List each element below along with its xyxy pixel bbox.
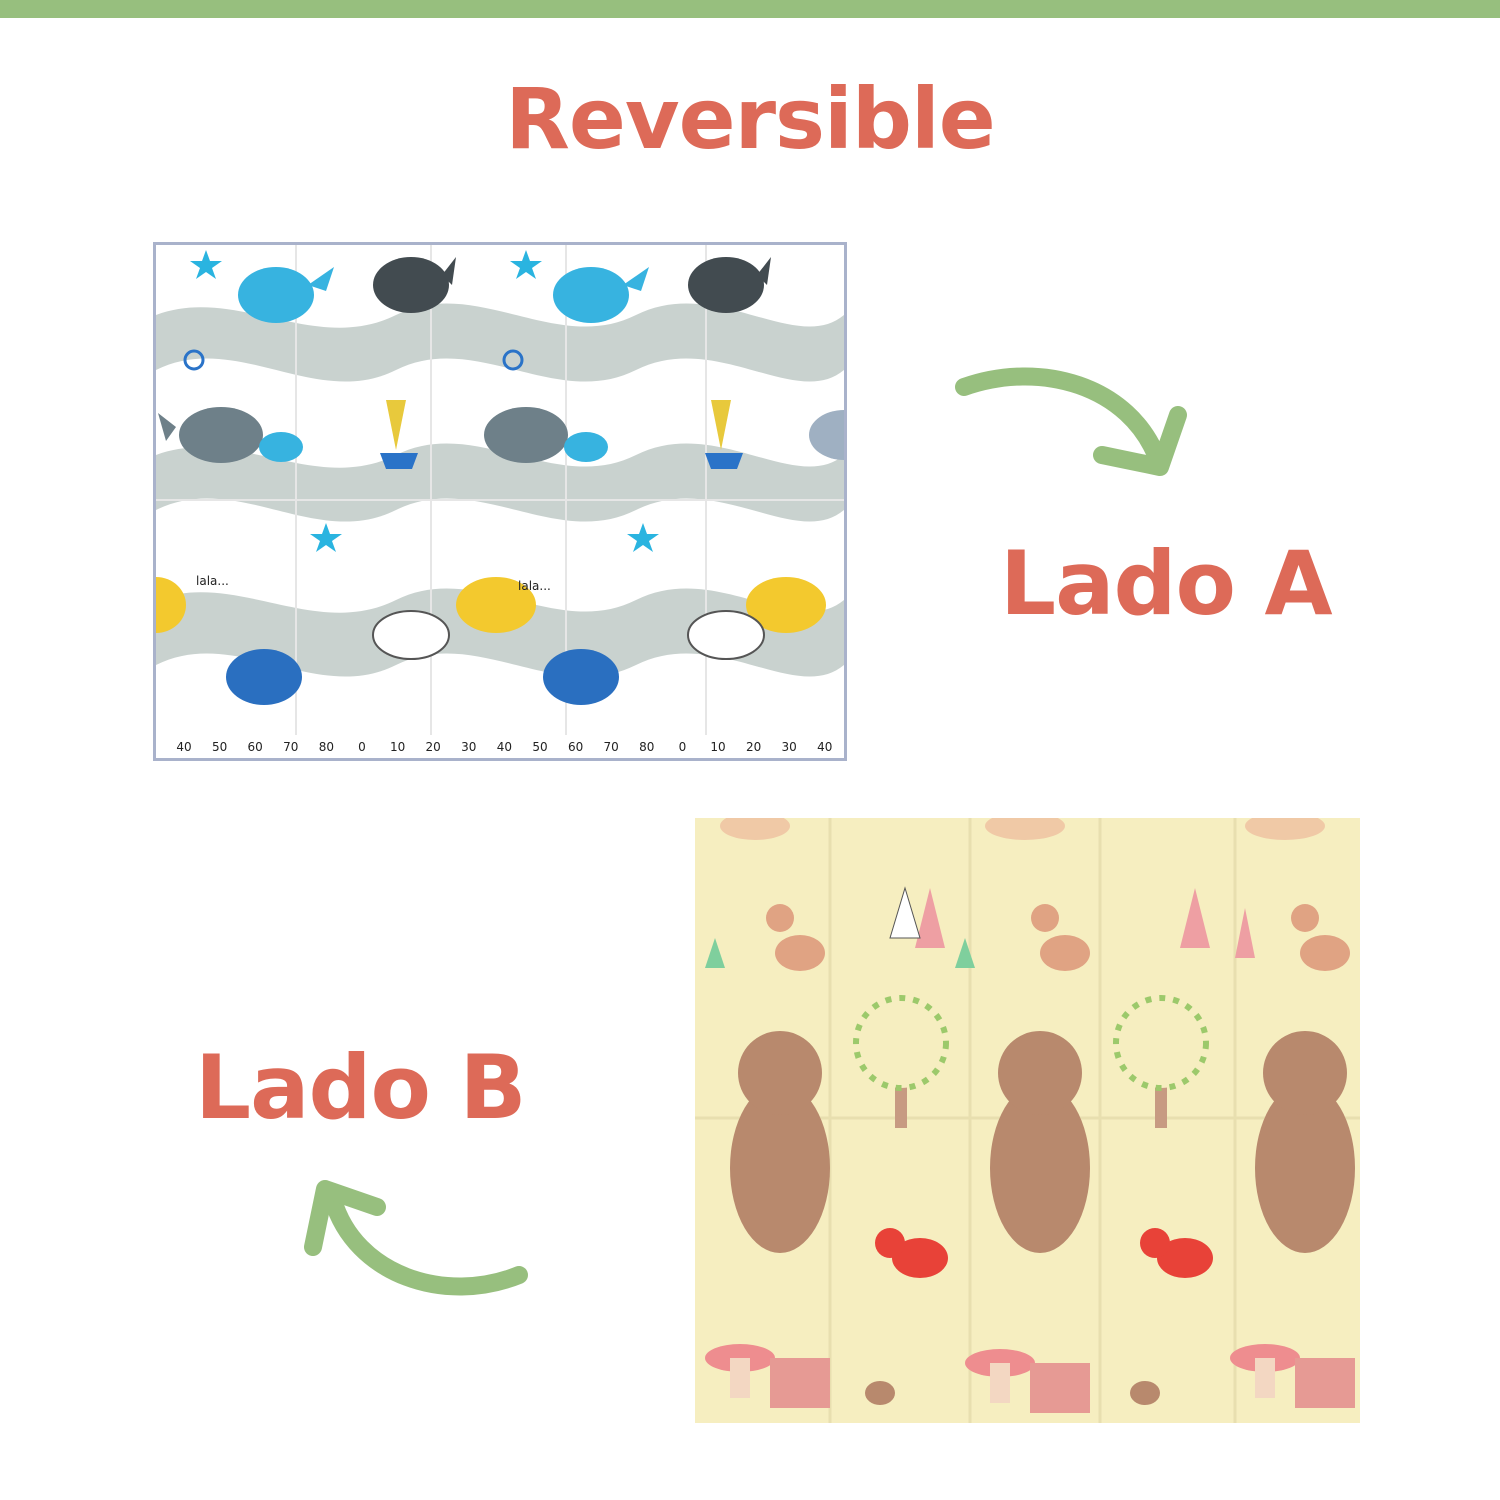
ruler-tick-label: 20 <box>426 740 441 754</box>
ruler-tick-label: 20 <box>746 740 761 754</box>
ruler-tick-label: 50 <box>532 740 547 754</box>
side-a-label: Lado A <box>1000 532 1333 635</box>
side-b-label: Lado B <box>195 1036 527 1139</box>
ruler-tick-label: 80 <box>639 740 654 754</box>
curved-arrow-left-icon <box>304 1180 528 1296</box>
mat-side-a-image: lala... lala... 40 50 60 70 80 0 10 20 30 40 50 60 7… <box>153 242 847 761</box>
ruler-tick-label: 70 <box>283 740 298 754</box>
ruler-tick-label: 50 <box>212 740 227 754</box>
ruler-tick-label: 80 <box>319 740 334 754</box>
ruler-tick-label: 40 <box>817 740 832 754</box>
mat-side-a-ruler: 40 50 60 70 80 0 10 20 30 40 50 60 70 80 0 10 20 30 40 <box>176 740 832 754</box>
ruler-tick-label: 40 <box>176 740 191 754</box>
top-accent-bar <box>0 0 1500 18</box>
ruler-tick-label: 10 <box>390 740 405 754</box>
ruler-tick-label: 0 <box>358 740 366 754</box>
ruler-tick-label: 70 <box>604 740 619 754</box>
ruler-tick-label: 10 <box>710 740 725 754</box>
page-title: Reversible <box>505 70 996 168</box>
ruler-tick-label: 40 <box>497 740 512 754</box>
mat-side-a-text-1: lala... <box>196 574 229 588</box>
mat-side-b-illustration <box>695 818 1360 1423</box>
ruler-tick-label: 0 <box>679 740 687 754</box>
ruler-tick-label: 60 <box>568 740 583 754</box>
mat-side-b-image <box>695 818 1360 1423</box>
ruler-tick-label: 30 <box>782 740 797 754</box>
ruler-tick-label: 60 <box>248 740 263 754</box>
mat-side-a-illustration: lala... lala... 40 50 60 70 80 0 10 20 30 40 50 60 7… <box>156 245 844 754</box>
mat-side-a-text-2: lala... <box>518 579 551 593</box>
curved-arrow-right-icon <box>955 367 1187 476</box>
ruler-tick-label: 30 <box>461 740 476 754</box>
